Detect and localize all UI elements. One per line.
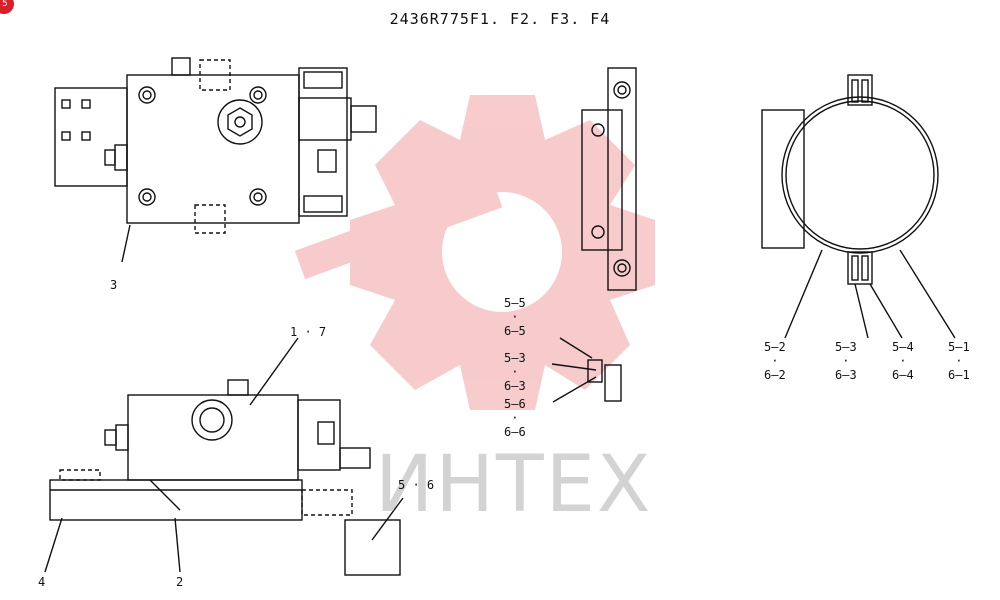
callout-mid-3-bottom: 6—6: [504, 425, 526, 439]
callout-clamp-2: 5—3 · 6—3: [835, 340, 857, 382]
callout-dot: ·: [511, 411, 519, 425]
pipe-clamp: [761, 74, 956, 339]
callout-clamp-4-top: 5—1: [948, 340, 970, 354]
callout-2: 2: [176, 575, 184, 589]
callout-clamp-4: 5—1 · 6—1: [948, 340, 970, 382]
watermark-gear: [294, 95, 655, 410]
callout-clamp-3-bottom: 6—4: [892, 368, 914, 382]
callout-4: 4: [38, 575, 46, 589]
drawing-title: 2436R775F1. F2. F3. F4: [389, 10, 611, 28]
page-badge: 5: [0, 0, 14, 14]
callout-dot: ·: [955, 354, 963, 368]
callout-clamp-3: 5—4 · 6—4: [892, 340, 914, 382]
watermark-text: ИНТЕХ: [375, 440, 653, 530]
callout-dot: ·: [511, 365, 519, 379]
callout-clamp-1-top: 5—2: [764, 340, 786, 354]
callout-mid-3: 5—6 · 6—6: [504, 397, 526, 439]
callout-dot: ·: [899, 354, 907, 368]
callout-clamp-4-bottom: 6—1: [948, 368, 970, 382]
callout-5-6: 5 · 6: [398, 478, 435, 492]
callout-mid-1: 5—5 · 6—5: [504, 296, 526, 338]
callout-3: 3: [110, 278, 118, 292]
valve-assembly-top: [54, 57, 377, 263]
callout-mid-2: 5—3 · 6—3: [504, 351, 526, 393]
callout-clamp-3-top: 5—4: [892, 340, 914, 354]
callout-mid-1-bottom: 6—5: [504, 324, 526, 338]
bracket-plate: [581, 67, 637, 291]
callout-dot: ·: [511, 310, 519, 324]
page-badge-number: 5: [2, 0, 8, 9]
callout-mid-1-top: 5—5: [504, 296, 526, 310]
callout-clamp-2-bottom: 6—3: [835, 368, 857, 382]
callout-dot: ·: [842, 354, 850, 368]
callout-clamp-1-bottom: 6—2: [764, 368, 786, 382]
clamp-detail-small: [551, 337, 622, 403]
callout-clamp-2-top: 5—3: [835, 340, 857, 354]
callout-clamp-1: 5—2 · 6—2: [764, 340, 786, 382]
valve-assembly-bottom: [44, 337, 404, 576]
callout-1-7: 1 · 7: [290, 325, 327, 339]
callout-mid-2-bottom: 6—3: [504, 379, 526, 393]
callout-dot: ·: [771, 354, 779, 368]
callout-mid-3-top: 5—6: [504, 397, 526, 411]
callout-mid-2-top: 5—3: [504, 351, 526, 365]
